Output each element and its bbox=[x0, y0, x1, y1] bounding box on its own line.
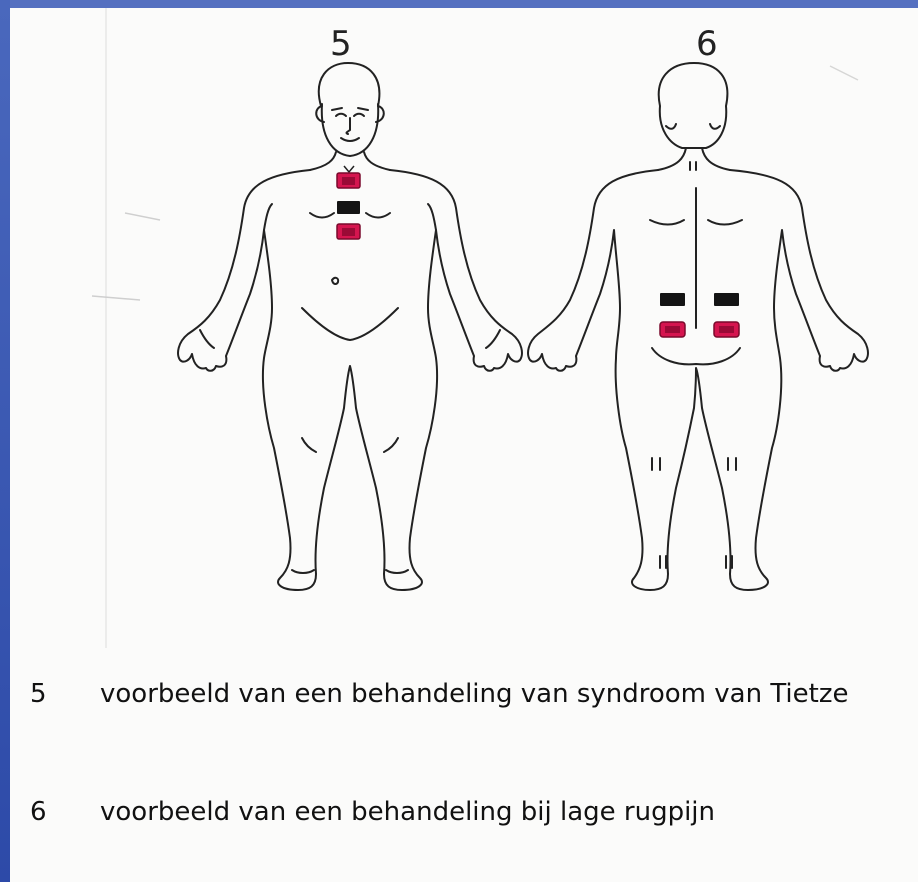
front-hair-outline bbox=[319, 63, 380, 106]
back-ear-marks bbox=[666, 124, 720, 129]
scanned-sheet: 5 6 bbox=[10, 8, 918, 882]
front-navel bbox=[332, 278, 338, 284]
front-feet-lines bbox=[292, 570, 408, 573]
front-knee-lines bbox=[302, 438, 398, 452]
front-electrodes bbox=[337, 166, 360, 239]
body-diagrams bbox=[10, 8, 918, 648]
left-frame-border bbox=[0, 0, 10, 882]
scan-mark bbox=[830, 66, 858, 80]
front-neck-right bbox=[364, 152, 390, 170]
front-eyes bbox=[336, 114, 364, 116]
back-ankle-marks bbox=[660, 556, 732, 568]
front-electrode-lower-core bbox=[342, 228, 355, 236]
back-electrode-reference-right bbox=[714, 293, 739, 306]
back-buttocks-line bbox=[652, 348, 740, 364]
back-electrode-active-left-core bbox=[665, 326, 680, 333]
caption-5-text: voorbeeld van een behandeling van syndro… bbox=[100, 677, 918, 711]
front-neck-left bbox=[310, 152, 336, 170]
back-neck-right bbox=[702, 148, 730, 170]
front-armpit-left bbox=[264, 204, 272, 230]
scan-mark bbox=[125, 213, 160, 220]
caption-5-number: 5 bbox=[30, 677, 100, 711]
back-neck-left bbox=[658, 148, 686, 170]
top-frame-border bbox=[0, 0, 918, 8]
back-head-outline bbox=[659, 63, 728, 148]
front-arrow-mark bbox=[344, 166, 354, 172]
front-eyebrows bbox=[332, 108, 368, 110]
front-armpit-right bbox=[428, 204, 436, 230]
back-electrode-active-right-core bbox=[719, 326, 734, 333]
caption-6-text: voorbeeld van een behandeling bij lage r… bbox=[100, 795, 918, 829]
back-electrodes bbox=[660, 293, 739, 337]
caption-6: 6 voorbeeld van een behandeling bij lage… bbox=[30, 795, 918, 829]
back-body-outline bbox=[528, 170, 868, 590]
caption-6-number: 6 bbox=[30, 795, 100, 829]
back-neck-spine-mark bbox=[690, 162, 696, 170]
front-nose bbox=[347, 118, 350, 134]
back-knee-marks bbox=[652, 458, 736, 470]
back-electrode-reference-left bbox=[660, 293, 685, 306]
front-groin-line bbox=[302, 308, 398, 340]
front-mouth bbox=[341, 138, 359, 141]
back-body-figure bbox=[528, 63, 868, 590]
front-body-figure bbox=[178, 63, 522, 590]
caption-5: 5 voorbeeld van een behandeling van synd… bbox=[30, 677, 918, 711]
scan-mark bbox=[92, 296, 140, 300]
front-electrode-reference bbox=[337, 201, 360, 214]
front-electrode-upper-core bbox=[342, 177, 355, 185]
